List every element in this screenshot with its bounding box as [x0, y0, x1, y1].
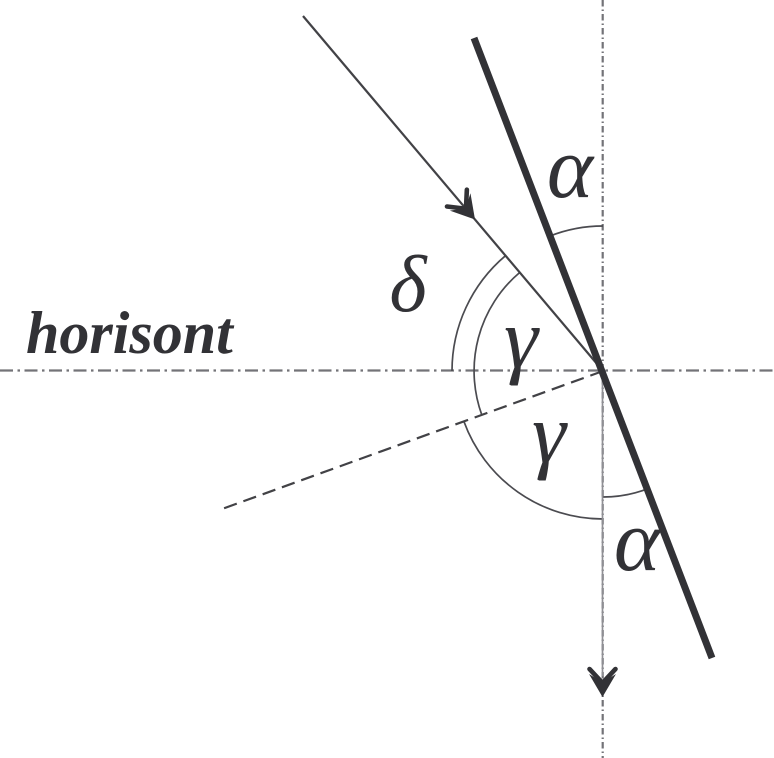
delta-angle-arc [451, 255, 507, 372]
gamma-upper-angle-arc [473, 271, 521, 416]
gamma-upper-label: γ [504, 290, 540, 386]
alpha-top-angle-arc [549, 225, 604, 237]
gamma-lower-angle-arc [463, 421, 604, 520]
alpha-top-label: α [547, 120, 595, 217]
alpha-bottom-label: α [614, 493, 662, 590]
horizon-label: horisont [26, 300, 235, 366]
incident-ray-line [302, 15, 604, 372]
mirror-line [470, 36, 716, 660]
normal-dashed-line [221, 369, 604, 511]
delta-label: δ [389, 241, 428, 329]
incident-ray-arrowhead-icon [447, 189, 486, 228]
gamma-lower-label: γ [532, 385, 568, 481]
